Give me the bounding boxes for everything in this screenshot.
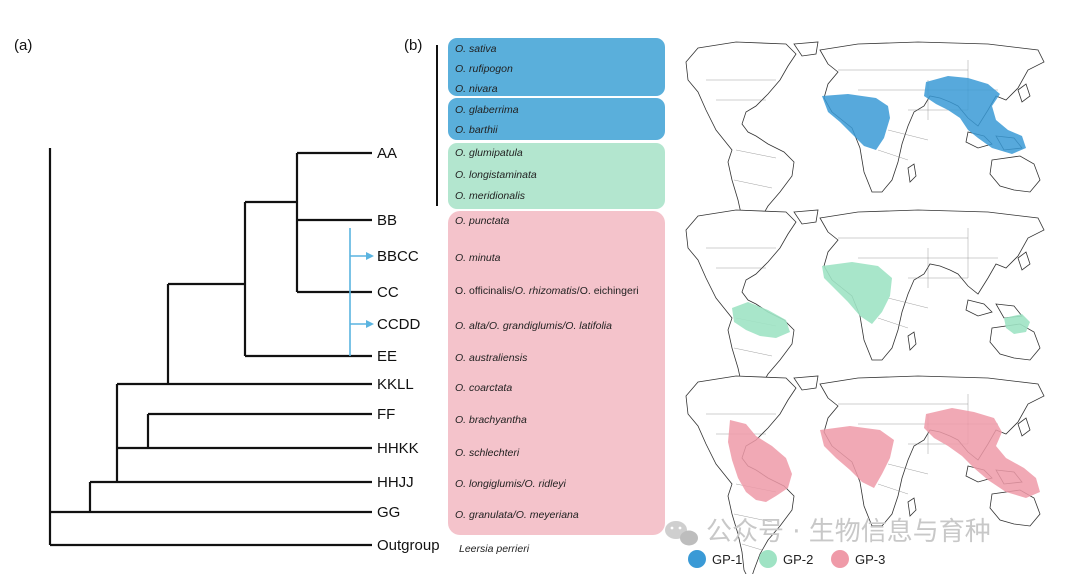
gp2-range-americas — [732, 302, 790, 338]
gp1-box-asian — [448, 38, 665, 96]
gp2-range-australia — [1004, 314, 1030, 334]
species-minuta: O. minuta — [455, 252, 501, 264]
genome-cc: CC — [377, 284, 399, 301]
species-coarctata: O. coarctata — [455, 382, 512, 394]
species-labels: O. sativa O. rufipogon O. nivara O. glab… — [455, 43, 639, 555]
panel-b-label: (b) — [404, 37, 422, 54]
watermark: 公众号 · 生物信息与育种 — [665, 517, 991, 547]
legend-gp3: GP-3 — [831, 550, 885, 568]
gp2-range-africa — [822, 262, 892, 324]
species-sativa: O. sativa — [455, 43, 497, 55]
legend-gp1-label: GP-1 — [712, 552, 742, 567]
genome-bb: BB — [377, 212, 397, 229]
legend-gp3-label: GP-3 — [855, 552, 885, 567]
genome-hhkk: HHKK — [377, 440, 419, 457]
genome-ccdd: CCDD — [377, 316, 420, 333]
genome-gg: GG — [377, 504, 400, 521]
gp1-box-african — [448, 98, 665, 140]
gp3-range-africa — [820, 426, 894, 488]
map-gp1-oldworld — [819, 41, 1045, 193]
species-schlechteri: O. schlechteri — [455, 447, 520, 459]
gene-pool-boxes — [448, 38, 665, 535]
panel-a-label: (a) — [14, 37, 32, 54]
species-glaberrima: O. glaberrima — [455, 104, 519, 116]
species-meridionalis: O. meridionalis — [455, 190, 526, 202]
gp3-range-americas — [728, 420, 792, 502]
map-gp2-americas — [685, 209, 819, 417]
species-glumipatula: O. glumipatula — [455, 147, 523, 159]
genome-hhjj: HHJJ — [377, 474, 414, 491]
legend-gp2-label: GP-2 — [783, 552, 813, 567]
species-barthii: O. barthii — [455, 124, 498, 136]
polyploid-arrows — [349, 228, 374, 356]
species-longistaminata: O. longistaminata — [455, 169, 537, 181]
species-officinalis: O. officinalis/O. rhizomatis/O. eichinge… — [455, 285, 639, 297]
gp2-box — [448, 143, 665, 209]
genome-labels: AA BB BBCC CC CCDD EE KKLL FF HHKK HHJJ … — [377, 145, 440, 554]
map-gp2-oldworld — [819, 209, 1045, 361]
genome-bbcc: BBCC — [377, 248, 419, 265]
wechat-icon — [665, 521, 698, 546]
species-longiglumis: O. longiglumis/O. ridleyi — [455, 478, 567, 490]
map-gp1-americas — [685, 41, 819, 249]
genome-ff: FF — [377, 406, 395, 423]
map-gp3-oldworld — [819, 375, 1045, 527]
species-brachyantha: O. brachyantha — [455, 414, 527, 426]
map-gp3-americas — [685, 375, 819, 574]
species-australiensis: O. australiensis — [455, 352, 528, 364]
gp3-range-asia — [924, 408, 1040, 498]
species-alta: O. alta/O. grandiglumis/O. latifolia — [455, 320, 612, 332]
legend: GP-1 GP-2 GP-3 — [688, 550, 885, 568]
genome-outgroup: Outgroup — [377, 537, 440, 554]
species-nivara: O. nivara — [455, 83, 498, 95]
genome-aa: AA — [377, 145, 397, 162]
species-granulata: O. granulata/O. meyeriana — [455, 509, 579, 521]
legend-gp2: GP-2 — [759, 550, 813, 568]
watermark-text: 公众号 · 生物信息与育种 — [706, 517, 991, 547]
gp1-range-africa — [822, 94, 890, 150]
species-punctata: O. punctata — [455, 215, 509, 227]
legend-gp1: GP-1 — [688, 550, 742, 568]
gp3-box — [448, 211, 665, 535]
genome-kkll: KKLL — [377, 376, 414, 393]
genome-ee: EE — [377, 348, 397, 365]
phylogenetic-tree — [48, 148, 372, 547]
species-leersia: Leersia perrieri — [459, 543, 530, 555]
species-rufipogon: O. rufipogon — [455, 63, 513, 75]
gp1-range-asia — [924, 76, 1026, 154]
